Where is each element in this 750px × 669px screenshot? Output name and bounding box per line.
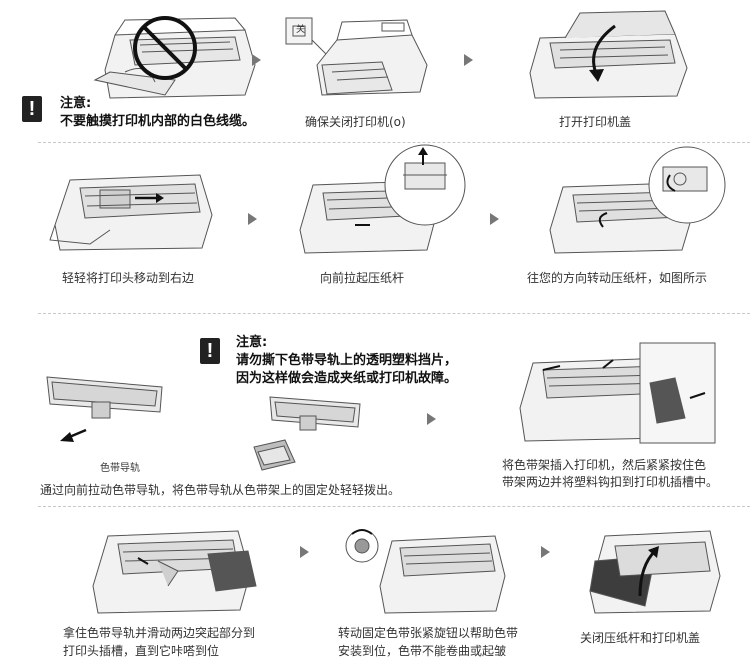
printer-slide-ribbon-guide-illustration <box>88 516 263 616</box>
step-caption-line-1: 转动固定色带张紧旋钮以帮助色带 <box>338 626 519 640</box>
section-divider <box>38 313 750 314</box>
step-caption-line-1: 拿住色带导轨并滑动两边突起部分到 <box>63 626 256 640</box>
next-step-arrow-icon <box>248 213 257 225</box>
section-divider <box>38 506 750 507</box>
printer-pull-lever-illustration <box>295 145 470 257</box>
step-caption: 通过向前拉动色带导轨，将色带导轨从色带架上的固定处轻轻拨出。 <box>40 483 401 497</box>
warning-exclamation-icon: ! <box>200 338 220 364</box>
warning-line-1: 请勿撕下色带导轨上的透明塑料挡片， <box>236 353 458 368</box>
next-step-arrow-icon <box>464 54 473 66</box>
step-caption: 往您的方向转动压纸杆，如图所示 <box>527 271 708 285</box>
next-step-arrow-icon <box>541 546 550 558</box>
ribbon-cartridge-illustration <box>42 372 167 442</box>
step-caption-line-2: 打印头插槽，直到它咔嗒到位 <box>63 644 220 658</box>
step-caption: 打开打印机盖 <box>559 115 632 129</box>
printer-rotate-lever-illustration <box>545 145 730 257</box>
printer-no-touch-illustration <box>95 10 260 105</box>
step-caption: 轻轻将打印头移动到右边 <box>62 271 195 285</box>
step-caption-line-1: 将色带架插入打印机，然后紧紧按住色 <box>502 458 707 472</box>
warning-title: 注意: <box>236 335 268 350</box>
step-caption-line-2: 带架两边并将塑料钩扣到打印机插槽中。 <box>502 475 719 489</box>
next-step-arrow-icon <box>490 213 499 225</box>
warning-exclamation-icon: ! <box>22 96 42 122</box>
printer-power-switch-illustration <box>282 10 430 105</box>
warning-title: 注意: <box>60 96 92 111</box>
step-caption: 确保关闭打印机(o) <box>305 115 406 129</box>
printer-close-cover-illustration <box>585 516 725 616</box>
warning-line-2: 因为这样做会造成夹纸或打印机故障。 <box>236 371 458 386</box>
printer-tension-knob-illustration <box>340 516 510 616</box>
switch-label: 关 <box>296 25 306 35</box>
printer-move-head-illustration <box>50 160 220 255</box>
next-step-arrow-icon <box>252 54 261 66</box>
ribbon-guide-label: 色带导轨 <box>100 463 140 474</box>
step-caption: 关闭压纸杆和打印机盖 <box>580 631 701 645</box>
step-caption: 向前拉起压纸杆 <box>320 271 405 285</box>
section-divider <box>38 142 750 143</box>
ribbon-guide-detached-illustration <box>250 392 365 474</box>
printer-open-cover-illustration <box>525 8 695 103</box>
next-step-arrow-icon <box>300 546 309 558</box>
step-caption-line-2: 安装到位，色带不能卷曲或起皱 <box>338 644 507 658</box>
next-step-arrow-icon <box>427 413 436 425</box>
warning-body: 不要触摸打印机内部的白色线缆。 <box>60 114 256 129</box>
printer-insert-ribbon-illustration <box>515 338 730 446</box>
